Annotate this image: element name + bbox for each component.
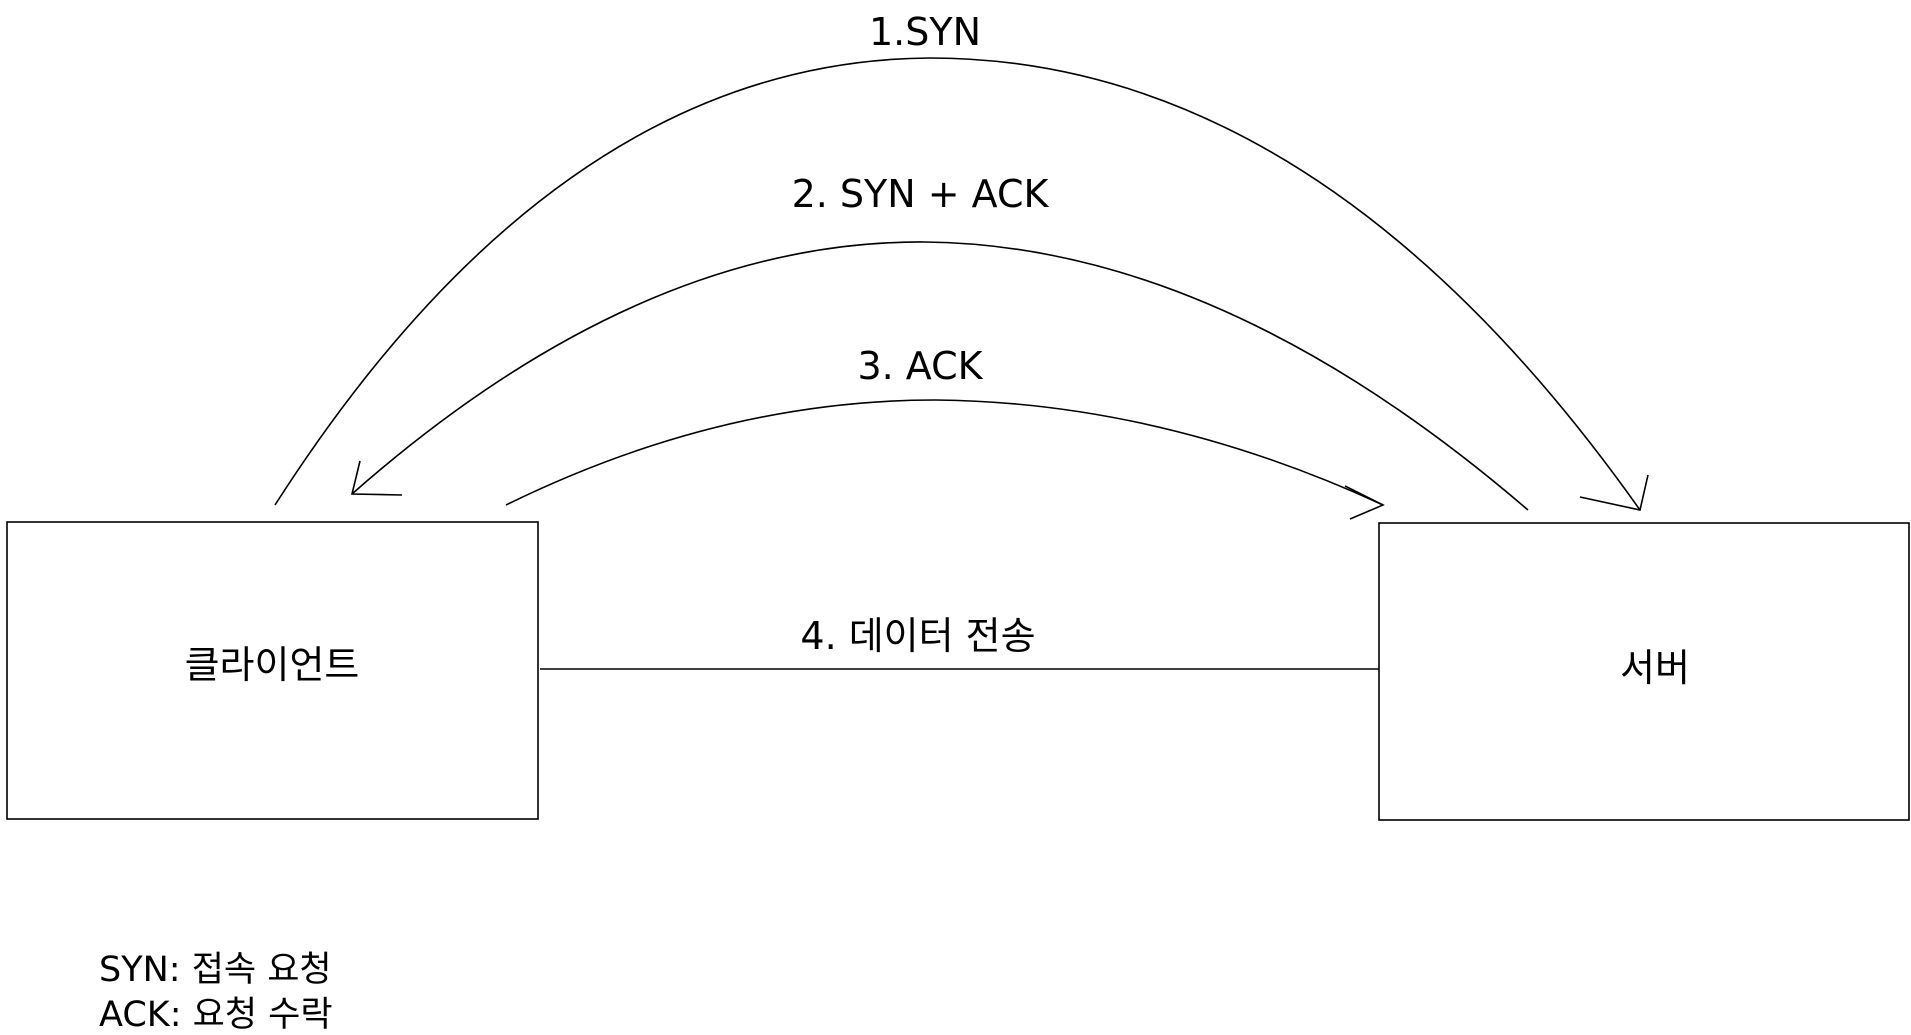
- node-server: 서버: [1378, 522, 1910, 821]
- legend: SYN: 접속 요청 ACK: 요청 수락: [99, 950, 333, 1035]
- edge-syn-arrowhead: [1579, 474, 1649, 511]
- legend-ack: ACK: 요청 수락: [99, 995, 333, 1035]
- edge-ack-curve: [505, 399, 1384, 506]
- node-client-label: 클라이언트: [185, 643, 360, 687]
- legend-syn: SYN: 접속 요청: [99, 950, 332, 990]
- node-client-box: [6, 521, 539, 820]
- edge-syn-ack-label: 2. SYN + ACK: [792, 172, 1050, 216]
- node-client: 클라이언트: [6, 521, 539, 820]
- edge-ack: 3. ACK: [505, 344, 1385, 520]
- edge-syn-ack-arrowhead: [350, 460, 403, 496]
- node-server-label: 서버: [1620, 646, 1690, 690]
- edge-syn-ack: 2. SYN + ACK: [350, 172, 1529, 511]
- edge-data-label: 4. 데이터 전송: [800, 614, 1035, 658]
- edge-syn-curve: [274, 57, 1641, 511]
- edge-data: 4. 데이터 전송: [540, 614, 1379, 670]
- node-server-box: [1378, 522, 1910, 821]
- edge-ack-label: 3. ACK: [857, 344, 983, 388]
- edge-ack-arrowhead: [1344, 485, 1385, 520]
- edge-syn: 1.SYN: [274, 10, 1649, 511]
- edge-syn-label: 1.SYN: [869, 10, 981, 54]
- edge-syn-ack-curve: [351, 241, 1529, 511]
